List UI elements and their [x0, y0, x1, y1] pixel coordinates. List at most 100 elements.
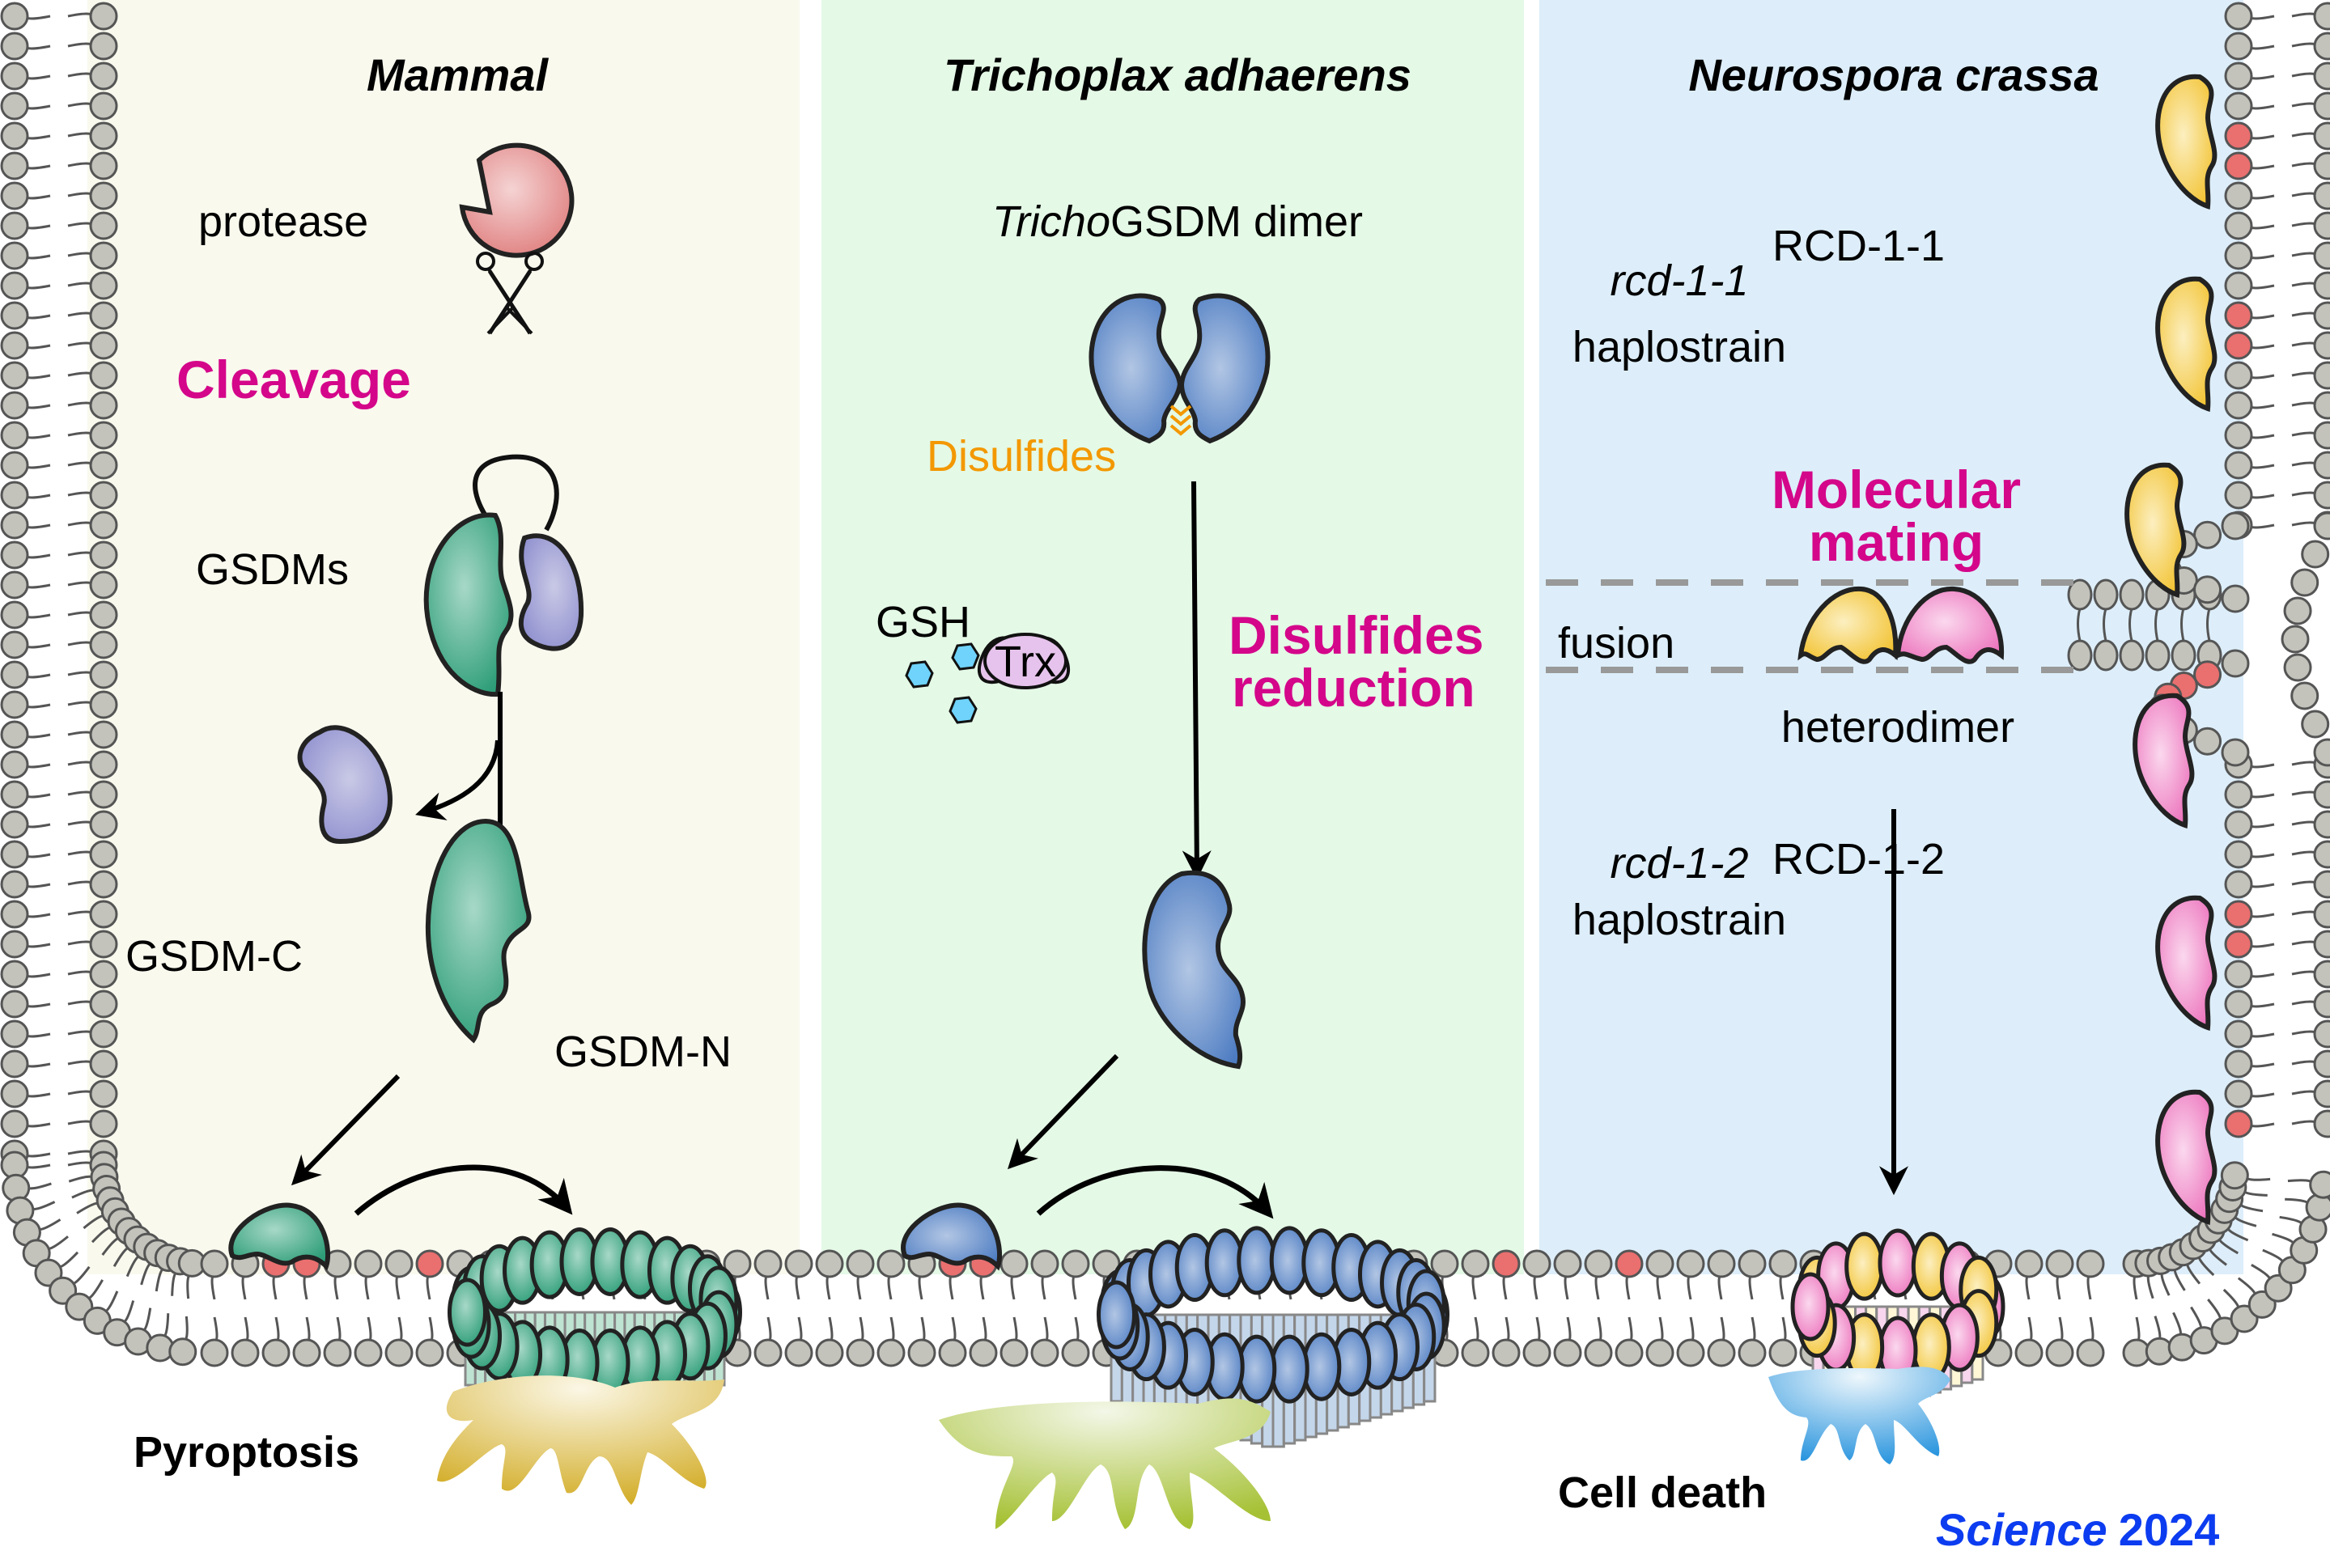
lipid-pair — [1553, 1249, 1582, 1367]
lipid-head — [0, 301, 29, 330]
lipid-tail — [2128, 608, 2133, 642]
trx-body — [983, 633, 1067, 689]
lipid-head — [2221, 584, 2250, 613]
lipid-pair — [2224, 840, 2330, 869]
lipid-tail — [2172, 1312, 2182, 1337]
lipid-tail — [2135, 1316, 2141, 1343]
lipid-tail — [2077, 608, 2082, 642]
pore-subunit — [1844, 1231, 1885, 1301]
lipid-head — [0, 540, 29, 570]
lipid-pair — [2224, 391, 2330, 420]
lipid-head — [89, 930, 118, 959]
label-trichogsdm-dimer: TrichoGSDM dimer — [992, 197, 1363, 246]
lipid-head — [89, 1019, 118, 1049]
lipid-pair — [261, 1249, 291, 1367]
lipid-pair — [0, 1151, 118, 1180]
label-disulfides: Disulfides — [927, 432, 1116, 481]
lipid-head — [2224, 451, 2253, 480]
label-heterodimer: heterodimer — [1781, 703, 2014, 752]
lipid-head — [2313, 481, 2330, 510]
lipid-tail — [2086, 1273, 2092, 1300]
lipid-pair — [0, 271, 118, 300]
lipid-head — [89, 181, 118, 210]
lipid-head — [2076, 1338, 2105, 1367]
lipid-head — [815, 1249, 844, 1278]
lipid-tail — [2248, 763, 2275, 769]
lipid-head — [1584, 1338, 1613, 1367]
lipid-head — [0, 840, 29, 869]
lipid-tail — [2291, 12, 2318, 18]
lipid-head — [0, 600, 29, 629]
lipid-pair — [0, 511, 118, 540]
lipid-tail — [213, 1316, 219, 1343]
lipid-tail — [2291, 491, 2318, 497]
lipid-head — [0, 1049, 29, 1079]
arrow-reduction-down — [1182, 481, 1212, 880]
lipid-head — [2093, 578, 2119, 611]
lipid-pair — [0, 780, 118, 809]
lipid-head-marked — [2224, 930, 2253, 959]
lipid-head — [354, 1338, 383, 1367]
lipid-pair — [999, 1249, 1029, 1367]
lipid-tail — [2248, 913, 2275, 918]
lipid-head-marked — [2224, 121, 2253, 150]
lipid-head — [2313, 1079, 2330, 1108]
lipid-tail — [26, 1182, 52, 1190]
lipid-head — [89, 511, 118, 540]
lipid-head — [2313, 361, 2330, 390]
lipid-tail — [2133, 1273, 2138, 1300]
lipid-tail — [428, 1316, 434, 1343]
lipid-pair — [384, 1249, 414, 1367]
lipid-pair — [0, 451, 118, 480]
lipid-head — [2224, 810, 2253, 839]
lipid-head — [1615, 1338, 1644, 1367]
lipid-pair — [231, 1249, 260, 1367]
lipid-tail — [1043, 1316, 1049, 1343]
lipid-head — [89, 570, 118, 600]
lipid-head — [89, 870, 118, 899]
lipid-head — [89, 61, 118, 91]
lipid-tail — [1533, 1273, 1538, 1300]
lipid-tail — [2248, 314, 2275, 320]
lipid-head — [2309, 1170, 2330, 1199]
lipid-tail — [364, 1273, 370, 1300]
lipid-tail — [1502, 1273, 1508, 1300]
panel-trichoplax-bg — [821, 0, 1524, 1274]
lipid-tail — [24, 853, 51, 858]
lipid-tail — [24, 15, 51, 20]
label-gsdm-c: GSDM-C — [125, 932, 303, 981]
lipid-pair — [2224, 810, 2330, 839]
lipid-tail — [2291, 790, 2318, 796]
lipid-tail — [244, 1316, 249, 1343]
lipid-tail — [887, 1273, 893, 1300]
lipid-pair — [784, 1249, 813, 1367]
label-rcd-1-1: RCD-1-1 — [1772, 222, 1945, 270]
lipid-tail — [24, 793, 51, 799]
lipid-tail — [2272, 1232, 2295, 1246]
lipid-tail — [2248, 134, 2275, 140]
lipid-tail — [2291, 1120, 2318, 1125]
lipid-head — [2313, 738, 2330, 767]
lipid-head — [2014, 1338, 2044, 1367]
lipid-head — [2313, 780, 2330, 809]
lipid-tail — [2248, 943, 2275, 948]
lipid-pair — [2224, 421, 2330, 450]
lipid-head — [1768, 1249, 1797, 1278]
lipid-tail — [24, 314, 51, 320]
lipid-head-marked — [415, 1249, 444, 1278]
lipid-pair — [0, 1109, 118, 1138]
lipid-tail — [2291, 820, 2318, 826]
lipid-head — [1707, 1338, 1736, 1367]
lipid-tail — [2248, 1092, 2275, 1098]
lipid-head — [2224, 32, 2253, 61]
lipid-pair — [1492, 1249, 1521, 1367]
lipid-head — [2171, 639, 2196, 672]
lipid-tail — [2285, 1197, 2310, 1206]
lipid-tail — [162, 1313, 170, 1338]
lipid-tail — [2248, 194, 2275, 200]
lipid-head — [89, 750, 118, 779]
lipid-head — [1061, 1249, 1090, 1278]
lipid-tail — [1564, 1273, 1569, 1300]
label-rcd-1-1-strain-italic: rcd-1-1 — [1610, 256, 1748, 305]
gsdm-n-fragment-icon — [426, 818, 532, 1044]
